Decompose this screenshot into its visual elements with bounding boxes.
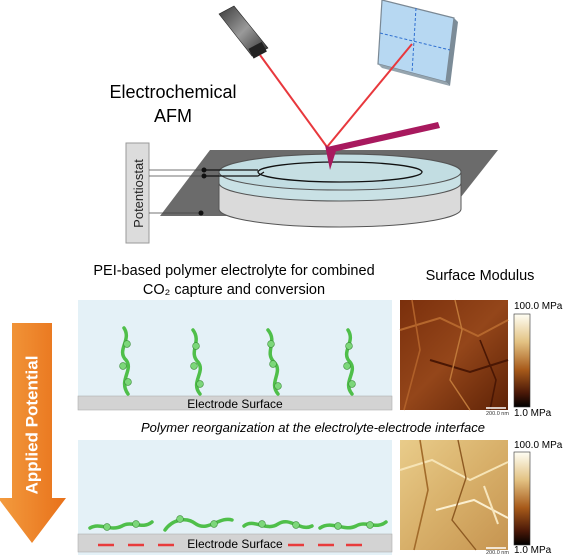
panel-heading: PEI-based polymer electrolyte for combin… — [93, 263, 375, 298]
photodetector-icon — [377, 0, 458, 86]
potentiostat-label: Potentiostat — [130, 158, 146, 228]
laser-source-icon — [218, 5, 269, 59]
afm-scale-label-top: 200.0 nm — [486, 411, 509, 417]
reflected-laser-beam — [326, 43, 413, 148]
afm-image-bottom — [399, 439, 509, 551]
electrode-label-bottom: Electrode Surface — [187, 537, 283, 551]
colorbar-bottom-min: 1.0 MPa — [514, 545, 552, 556]
polymer-panel-top — [77, 300, 393, 411]
potentiostat-wires — [125, 142, 265, 244]
colorbar-top-max: 100.0 MPa — [514, 301, 563, 312]
afm-image-top — [399, 299, 509, 411]
polymer-panel-bottom — [77, 440, 393, 555]
polymer-chain-flat — [88, 517, 388, 532]
colorbar-bottom-max: 100.0 MPa — [514, 440, 563, 451]
colorbar-top-min: 1.0 MPa — [514, 408, 552, 419]
sample-stage — [160, 150, 498, 228]
incident-laser-beam — [259, 54, 328, 148]
reorganization-caption: Polymer reorganization at the electrolyt… — [141, 420, 485, 435]
colorbar-top — [513, 313, 531, 408]
applied-potential-label: Applied Potential — [22, 355, 41, 495]
figure-title: Electrochemical AFM — [109, 82, 237, 126]
applied-potential-arrow — [0, 323, 66, 543]
colorbar-bottom — [513, 451, 531, 546]
afm-cantilever-icon — [325, 122, 440, 170]
electrode-label-top: Electrode Surface — [187, 397, 283, 411]
afm-scale-label-bottom: 200.0 nm — [486, 550, 509, 556]
surface-modulus-label: Surface Modulus — [425, 268, 535, 284]
